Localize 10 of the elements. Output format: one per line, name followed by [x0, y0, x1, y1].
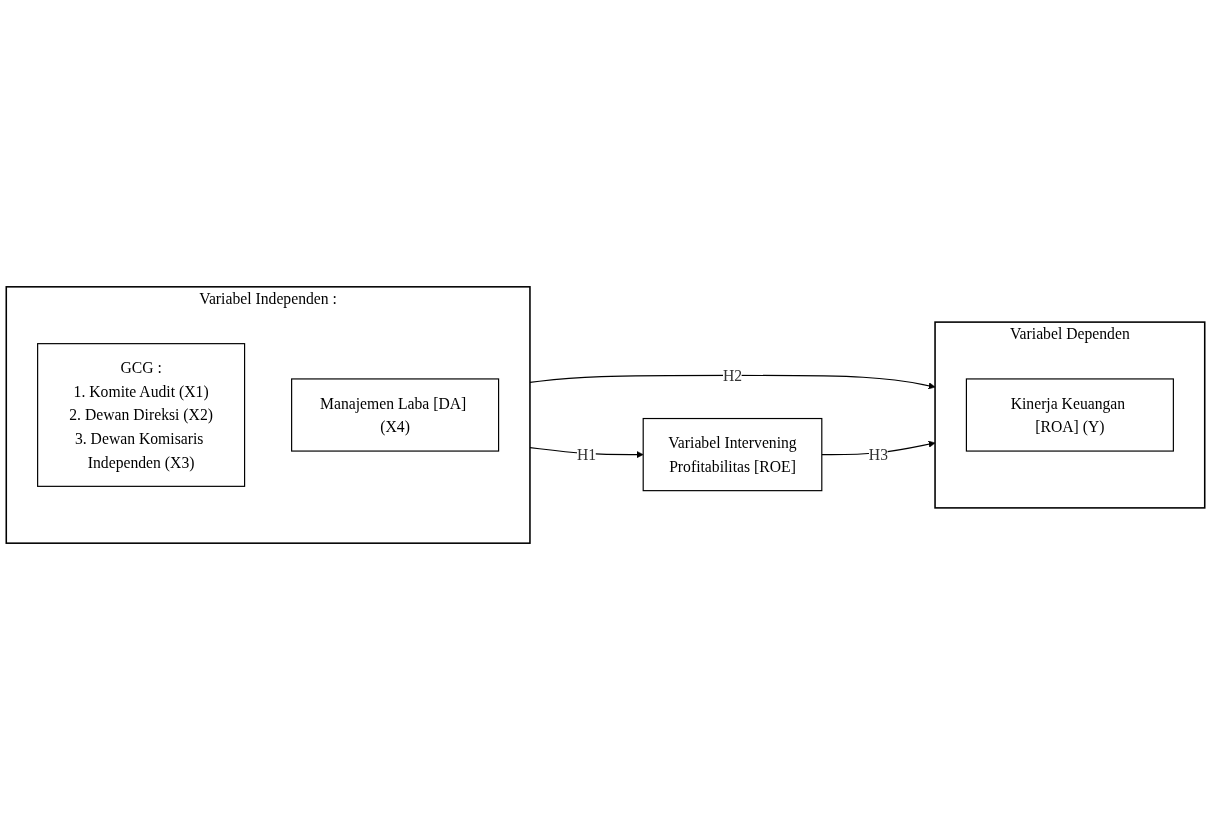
edge-label: H1 — [576, 445, 597, 464]
node-box: Kinerja Keuangan [ROA] (Y) — [965, 378, 1174, 452]
node-box: Variabel Intervening Profitabilitas [ROE] — [642, 417, 823, 492]
edge-label: H2 — [722, 366, 743, 385]
edge-label: H3 — [868, 445, 889, 464]
arrow — [529, 374, 936, 390]
arrow — [529, 446, 644, 459]
node-box: GCG : 1. Komite Audit (X1) 2. Dewan Direksi (X2) 3. Dewan Komisaris Independen (X3) — [37, 343, 246, 487]
node-box: Manajemen Laba [DA] (X4) — [291, 378, 500, 452]
arrow — [821, 440, 936, 456]
